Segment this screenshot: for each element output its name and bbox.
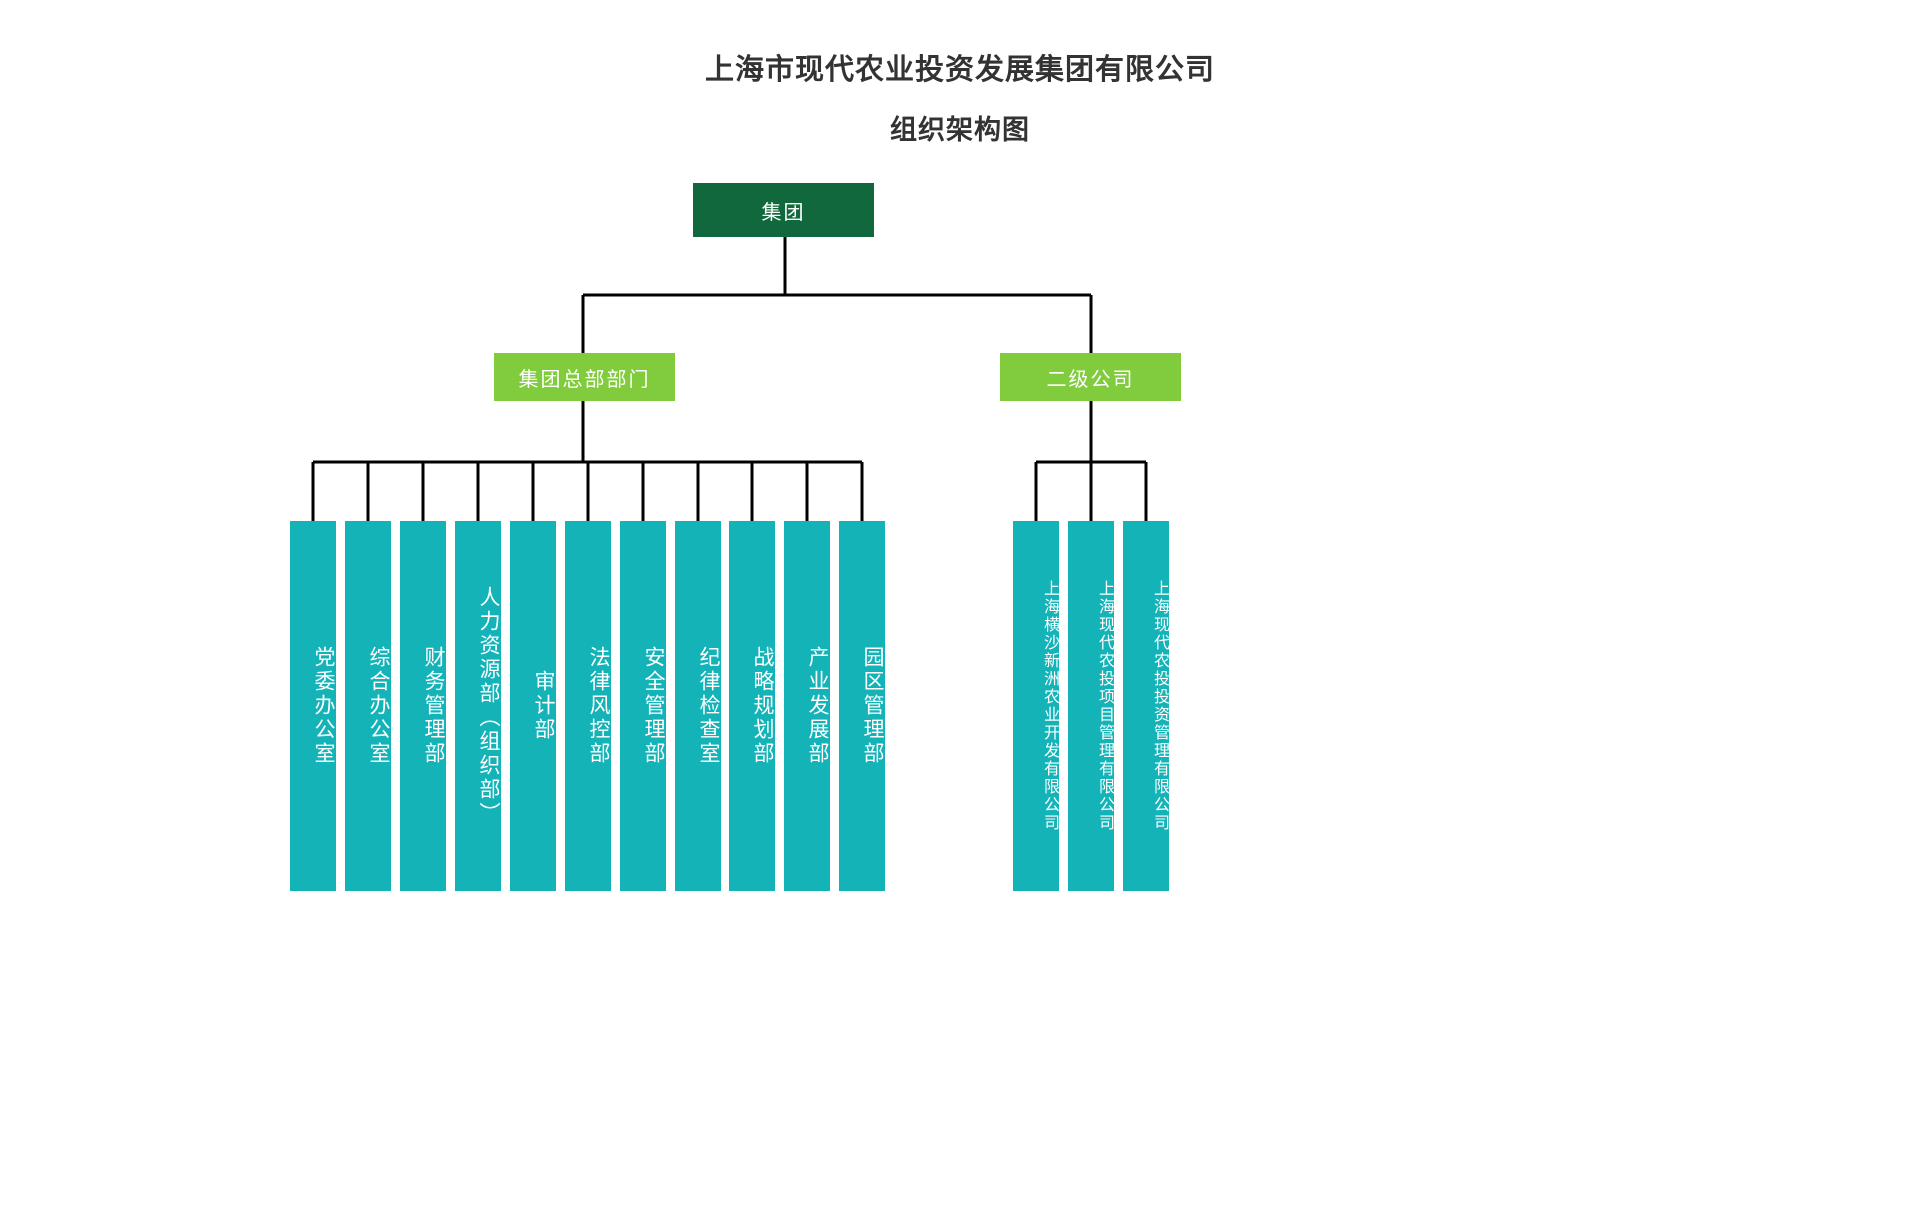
node-dept-6[interactable]: 法律风控部 bbox=[565, 521, 611, 891]
node-dept-8[interactable]: 纪律检查室 bbox=[675, 521, 721, 891]
node-subsidiary-3[interactable]: 上海现代农投投资管理有限公司 bbox=[1123, 521, 1169, 891]
node-hq-departments[interactable]: 集团总部部门 bbox=[494, 353, 675, 401]
node-dept-4[interactable]: 人力资源部（组织部） bbox=[455, 521, 501, 891]
node-subsidiary-1[interactable]: 上海横沙新洲农业开发有限公司 bbox=[1013, 521, 1059, 891]
node-group-root[interactable]: 集团 bbox=[693, 183, 874, 237]
node-subsidiary-2[interactable]: 上海现代农投项目管理有限公司 bbox=[1068, 521, 1114, 891]
node-dept-11[interactable]: 园区管理部 bbox=[839, 521, 885, 891]
node-dept-1[interactable]: 党委办公室 bbox=[290, 521, 336, 891]
node-dept-3[interactable]: 财务管理部 bbox=[400, 521, 446, 891]
node-secondary-companies[interactable]: 二级公司 bbox=[1000, 353, 1181, 401]
node-dept-5[interactable]: 审计部 bbox=[510, 521, 556, 891]
node-dept-7[interactable]: 安全管理部 bbox=[620, 521, 666, 891]
node-dept-10[interactable]: 产业发展部 bbox=[784, 521, 830, 891]
chart-title-line-1: 上海市现代农业投资发展集团有限公司 bbox=[704, 54, 1215, 86]
node-dept-2[interactable]: 综合办公室 bbox=[345, 521, 391, 891]
chart-title-line-2: 组织架构图 bbox=[890, 115, 1030, 145]
node-dept-9[interactable]: 战略规划部 bbox=[729, 521, 775, 891]
